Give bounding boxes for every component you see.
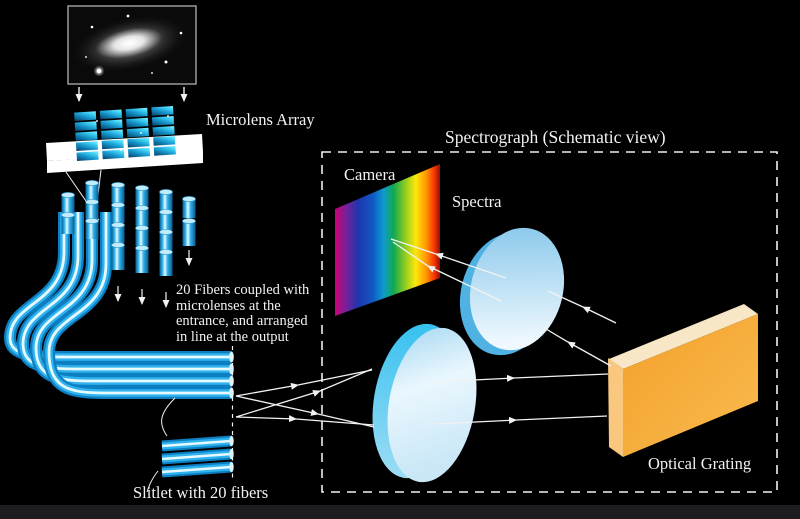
- collimator-lens: [372, 323, 477, 483]
- fiber-stack: [135, 185, 149, 273]
- fiber-stacks: [61, 180, 196, 276]
- footer-bar: [0, 505, 800, 519]
- microlens-array: [74, 105, 176, 162]
- spectrograph-title: Spectrograph (Schematic view): [445, 127, 666, 147]
- slitlet-fibers: [161, 435, 234, 478]
- fiber-note-line: entrance, and arranged: [176, 313, 308, 329]
- optical-grating: [608, 304, 758, 457]
- microlens-highlights: [96, 115, 169, 151]
- light-rays: [235, 238, 617, 428]
- fiber-note: 20 Fibers coupled with microlenses at th…: [176, 282, 310, 345]
- fiber-stack: [159, 189, 173, 276]
- fiber-bundle: [4, 212, 234, 399]
- fiber-stack: [61, 192, 75, 234]
- fiber-note-line: in line at the output: [176, 329, 289, 345]
- camera-lens: [459, 227, 565, 356]
- fiber-stack: [85, 180, 99, 239]
- fiber-note-line: 20 Fibers coupled with: [176, 282, 310, 298]
- pointer-line: [161, 397, 176, 437]
- pointer-line: [146, 470, 159, 493]
- microlens-array-label: Microlens Array: [206, 110, 315, 129]
- slitlet-label: Slitlet with 20 fibers: [133, 483, 268, 502]
- optical-grating-label: Optical Grating: [648, 454, 751, 473]
- spectrograph-box: [321, 151, 778, 493]
- spectra-label: Spectra: [452, 192, 502, 211]
- galaxy-image: [67, 5, 197, 85]
- spectrum-panel: [335, 164, 440, 316]
- fiber-stack: [182, 196, 196, 246]
- fiber-note-line: microlenses at the: [176, 298, 281, 314]
- camera-label: Camera: [344, 165, 396, 184]
- fiber-stack: [111, 182, 125, 270]
